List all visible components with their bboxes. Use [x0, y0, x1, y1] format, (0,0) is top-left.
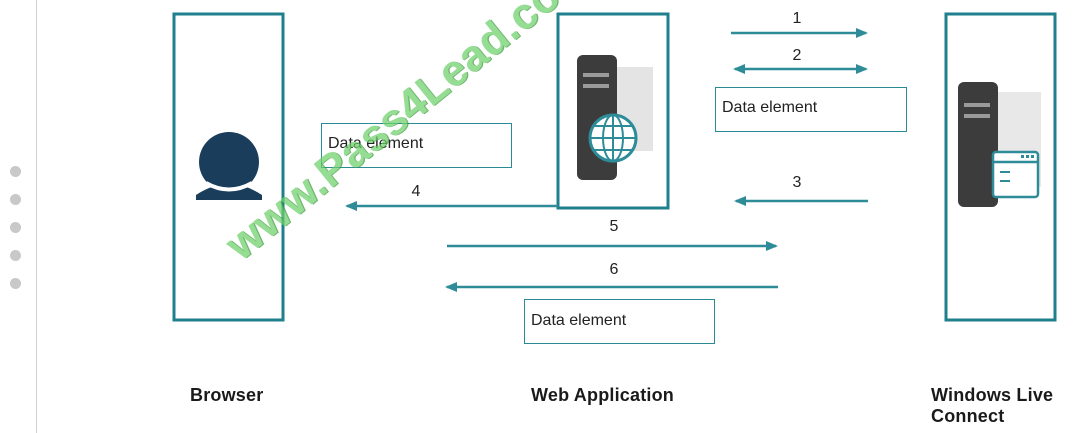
wlc-label-line2: Connect [931, 406, 1005, 426]
data-element-box: Data element [321, 123, 512, 168]
user-avatar-icon [196, 132, 262, 200]
step-label-1: 1 [792, 10, 802, 27]
step-label-6: 6 [609, 261, 619, 278]
data-element-box: Data element [524, 299, 715, 344]
pager-dot[interactable] [10, 278, 21, 289]
wlc-label-line1: Windows Live [931, 385, 1054, 405]
web-server-globe-icon [577, 55, 653, 180]
pager-dot[interactable] [10, 222, 21, 233]
step-label-3: 3 [792, 174, 802, 191]
left-divider [36, 0, 37, 433]
pager-dot[interactable] [10, 250, 21, 261]
pager-dot[interactable] [10, 194, 21, 205]
browser-label: Browser [190, 385, 264, 405]
step-label-4: 4 [411, 183, 421, 200]
data-element-box: Data element [715, 87, 907, 132]
pager-dots [10, 166, 24, 306]
server-window-icon [958, 82, 1041, 207]
step-label-2: 2 [792, 47, 802, 64]
pager-dot[interactable] [10, 166, 21, 177]
step-label-5: 5 [609, 218, 619, 235]
web-app-label: Web Application [531, 385, 675, 405]
